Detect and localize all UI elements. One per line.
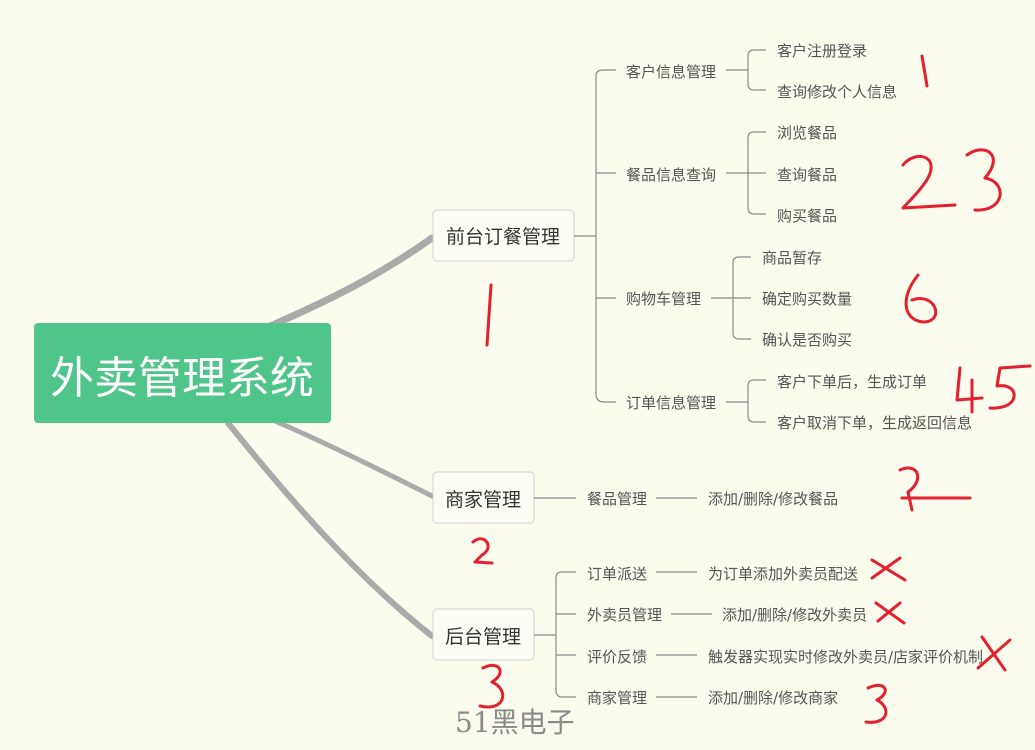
leaf-buy-meals[interactable]: 购买餐品 (777, 207, 837, 225)
leaf-temp-store[interactable]: 商品暂存 (762, 249, 822, 267)
leaf-confirm-quantity[interactable]: 确定购买数量 (762, 290, 852, 308)
annotation-x-feedback (976, 635, 1012, 672)
leaf-crud-meals[interactable]: 添加/删除/修改餐品 (708, 490, 838, 508)
annotation-x-courier (874, 601, 906, 625)
meal-query-connector (726, 131, 766, 215)
branch-front-spine (574, 69, 616, 403)
branch-front-ordering[interactable]: 前台订餐管理 (432, 209, 575, 262)
leaf-query-meals[interactable]: 查询餐品 (777, 166, 837, 184)
leaf-confirm-purchase[interactable]: 确认是否购买 (762, 331, 852, 349)
front-customer-info[interactable]: 客户信息管理 (626, 63, 716, 81)
annotation-6 (904, 273, 938, 324)
annotation-2-merchant (471, 537, 494, 565)
annotation-x-delivery (870, 556, 907, 582)
leaf-register-login[interactable]: 客户注册登录 (777, 42, 867, 60)
root-label: 外卖管理系统 (50, 353, 314, 404)
annotation-1-customer (920, 54, 929, 88)
merchant-meal-mgmt[interactable]: 餐品管理 (587, 490, 647, 508)
leaf-assign-courier[interactable]: 为订单添加外卖员配送 (708, 565, 858, 583)
leaf-trigger-rating[interactable]: 触发器实现实时修改外卖员/店家评价机制 (708, 648, 983, 666)
annotation-3-merchant (864, 683, 888, 724)
front-cart[interactable]: 购物车管理 (626, 290, 701, 308)
root-connector-merchant (265, 415, 435, 499)
branch-label: 商家管理 (445, 489, 521, 511)
leaf-order-cancelled[interactable]: 客户取消下单，生成返回信息 (777, 414, 972, 432)
root-node[interactable]: 外卖管理系统 (34, 323, 331, 423)
leaf-order-created[interactable]: 客户下单后，生成订单 (777, 373, 927, 391)
annotation-3-backend (478, 663, 505, 709)
watermark: 51黑电子 (455, 706, 575, 739)
backend-spine (534, 571, 576, 698)
front-order-info[interactable]: 订单信息管理 (626, 394, 716, 412)
annotation-45 (955, 364, 1032, 414)
backend-leaf-connectors (656, 571, 712, 698)
leaf-crud-courier[interactable]: 添加/删除/修改外卖员 (722, 606, 867, 624)
root-connector-front (264, 234, 436, 331)
handwritten-annotations (471, 54, 1032, 724)
customer-info-connector (726, 49, 766, 91)
order-info-connector (726, 379, 766, 423)
front-meal-query[interactable]: 餐品信息查询 (626, 166, 716, 184)
cart-connector (711, 256, 751, 340)
root-connector-backend (225, 420, 435, 639)
branch-label: 后台管理 (445, 626, 521, 648)
annotation-1-front (485, 283, 493, 347)
annotation-2-meal (898, 466, 972, 512)
branch-merchant[interactable]: 商家管理 (432, 471, 535, 524)
backend-merchant-mgmt[interactable]: 商家管理 (587, 689, 647, 707)
leaf-crud-merchant[interactable]: 添加/删除/修改商家 (708, 689, 838, 707)
backend-courier-mgmt[interactable]: 外卖员管理 (587, 606, 662, 624)
leaf-query-modify-info[interactable]: 查询修改个人信息 (777, 83, 897, 101)
branch-backend[interactable]: 后台管理 (432, 608, 535, 661)
backend-delivery[interactable]: 订单派送 (587, 565, 647, 583)
annotation-23 (901, 148, 1002, 212)
leaf-browse-meals[interactable]: 浏览餐品 (777, 124, 837, 142)
branch-label: 前台订餐管理 (446, 226, 560, 248)
backend-feedback[interactable]: 评价反馈 (587, 648, 647, 666)
